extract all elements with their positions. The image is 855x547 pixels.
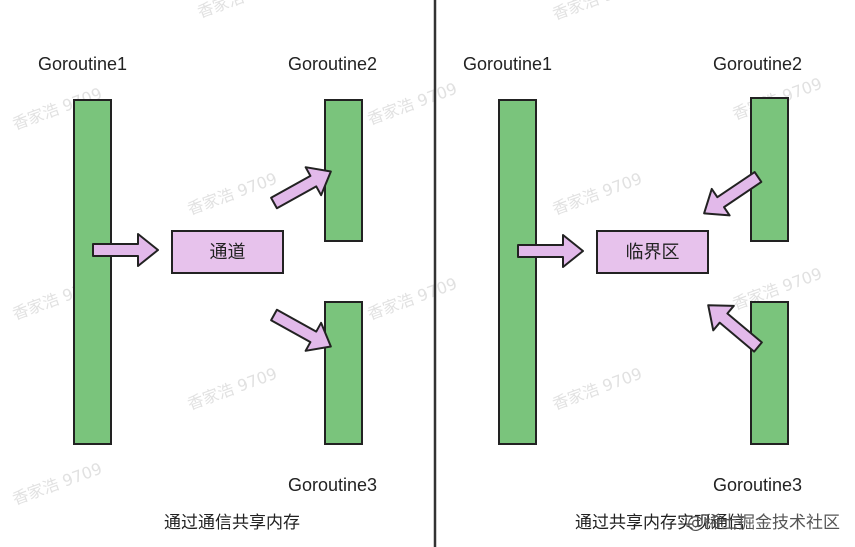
left-goroutine2-bar: [324, 99, 363, 242]
critical-section-box-label: 临界区: [626, 242, 680, 263]
watermark-text: 香家浩 9709: [10, 459, 105, 509]
watermark-text: 香家浩 9709: [550, 169, 645, 219]
right-goroutine1-label: Goroutine1: [463, 54, 552, 74]
left-arrow-to-goroutine3: [270, 308, 332, 352]
channel-box-label: 通道: [210, 242, 246, 263]
left-goroutine2-label: Goroutine2: [288, 54, 377, 74]
left-goroutine1-bar: [73, 99, 112, 445]
brand-watermark: @稀土掘金技术社区: [687, 513, 840, 533]
watermark-text: 香家浩 9709: [365, 274, 460, 324]
channel-box: [171, 230, 284, 274]
right-arrow-from-goroutine3: [707, 304, 763, 353]
watermark-text: 香家浩 9709: [185, 169, 280, 219]
right-caption: 通过共享内存实现通信: [575, 513, 745, 533]
right-arrow-from-goroutine2: [703, 171, 763, 217]
watermark-text: 香家浩 9709: [185, 364, 280, 414]
left-arrow-to-channel: [92, 233, 159, 267]
right-goroutine3-bar: [750, 301, 789, 445]
left-arrow-to-goroutine2: [270, 166, 332, 210]
watermark-text: 香家浩 9709: [550, 364, 645, 414]
critical-section-box: [596, 230, 709, 274]
right-goroutine3-label: Goroutine3: [713, 475, 802, 495]
left-goroutine3-label: Goroutine3: [288, 475, 377, 495]
left-caption: 通过通信共享内存: [164, 513, 300, 533]
right-goroutine2-label: Goroutine2: [713, 54, 802, 74]
watermark-text: 香家浩 9709: [365, 79, 460, 129]
watermark-text: 香家浩 9709: [195, 0, 290, 22]
right-goroutine2-bar: [750, 97, 789, 242]
right-goroutine1-bar: [498, 99, 537, 445]
left-goroutine1-label: Goroutine1: [38, 54, 127, 74]
right-panel: Goroutine1 Goroutine2 Goroutine3 临界区 通过共…: [463, 54, 802, 533]
left-goroutine3-bar: [324, 301, 363, 445]
right-arrow-to-critical-section: [517, 234, 584, 268]
watermark-text: 香家浩 9709: [550, 0, 645, 24]
left-panel: Goroutine1 Goroutine2 Goroutine3 通道 通过通信…: [38, 54, 377, 533]
